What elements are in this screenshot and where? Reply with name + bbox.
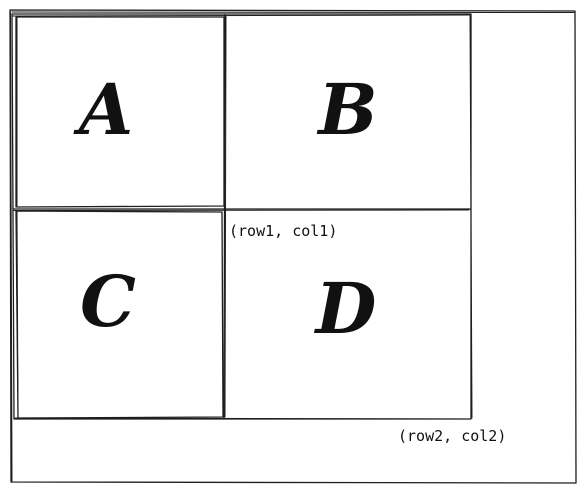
cell-a-label: A <box>73 68 133 151</box>
cell-c-box <box>15 210 224 419</box>
cell-d-label: D <box>314 267 377 350</box>
cell-a-box <box>15 16 225 208</box>
outer-frame <box>9 9 577 484</box>
cell-c-label: C <box>80 260 136 343</box>
grid-divider-horizontal <box>12 208 471 211</box>
coord-label-row2-col2: (row2, col2) <box>398 427 506 445</box>
coord-label-row1-col1: (row1, col1) <box>229 222 337 240</box>
grid-divider-vertical <box>223 14 227 419</box>
cell-b-label: B <box>316 68 377 151</box>
